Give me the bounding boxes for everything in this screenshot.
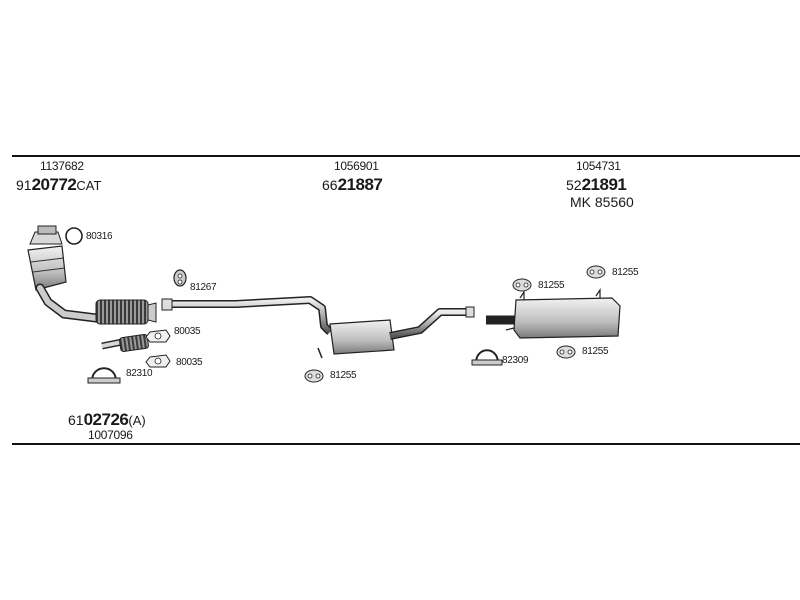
clamp-82310-drawing [87, 367, 121, 384]
middle-code-main: 21887 [337, 175, 383, 194]
clamp-82309-label: 82309 [502, 355, 529, 366]
bottom-divider [12, 443, 800, 445]
gasket-80035-b-label: 80035 [176, 357, 203, 368]
rear-mk-label: MK 85560 [570, 194, 634, 210]
front-code-prefix: 91 [16, 177, 32, 193]
hanger-81255-mid-label: 81255 [330, 370, 357, 381]
bottom-ref-number: 1007096 [88, 428, 133, 442]
front-code-suffix: CAT [76, 178, 102, 193]
hanger-81255-r1-label: 81255 [538, 280, 565, 291]
front-part-code: 9120772CAT [16, 176, 101, 194]
hanger-81255-r3-drawing [556, 345, 576, 359]
bottom-part-code: 6102726(A) [68, 411, 146, 429]
catalytic-converter [27, 225, 157, 325]
front-code-main: 20772 [31, 175, 77, 194]
middle-silencer [161, 296, 475, 359]
bottom-code-suffix: (A) [128, 413, 146, 428]
hanger-81255-r3-label: 81255 [582, 346, 609, 357]
hanger-81255-r2-label: 81255 [612, 267, 639, 278]
rear-silencer [486, 288, 621, 339]
rear-ref-number: 1054731 [576, 159, 621, 173]
gasket-80035-a-drawing [145, 329, 171, 343]
rear-code-main: 21891 [581, 175, 627, 194]
middle-ref-number: 1056901 [334, 159, 379, 173]
hanger-81255-r1-drawing [512, 278, 532, 292]
clamp-82310-label: 82310 [126, 368, 153, 379]
gasket-80035-a-label: 80035 [174, 326, 201, 337]
oring-80316-drawing [65, 227, 83, 245]
hanger-81255-mid-drawing [304, 369, 324, 383]
hanger-81267-drawing [173, 269, 187, 287]
hanger-81255-r2-drawing [586, 265, 606, 279]
flex-pipe [101, 334, 149, 352]
rear-part-code: 5221891 [566, 175, 627, 194]
front-ref-number: 1137682 [40, 159, 84, 173]
middle-code-prefix: 66 [322, 177, 338, 193]
bottom-code-prefix: 61 [68, 412, 84, 428]
oring-80316-label: 80316 [86, 231, 113, 242]
hanger-81267-label: 81267 [190, 282, 217, 293]
bottom-code-main: 02726 [83, 410, 129, 429]
rear-code-prefix: 52 [566, 177, 582, 193]
clamp-82309-drawing [471, 349, 503, 366]
middle-part-code: 6621887 [322, 175, 383, 194]
gasket-80035-b-drawing [145, 354, 171, 368]
top-divider [12, 155, 800, 157]
